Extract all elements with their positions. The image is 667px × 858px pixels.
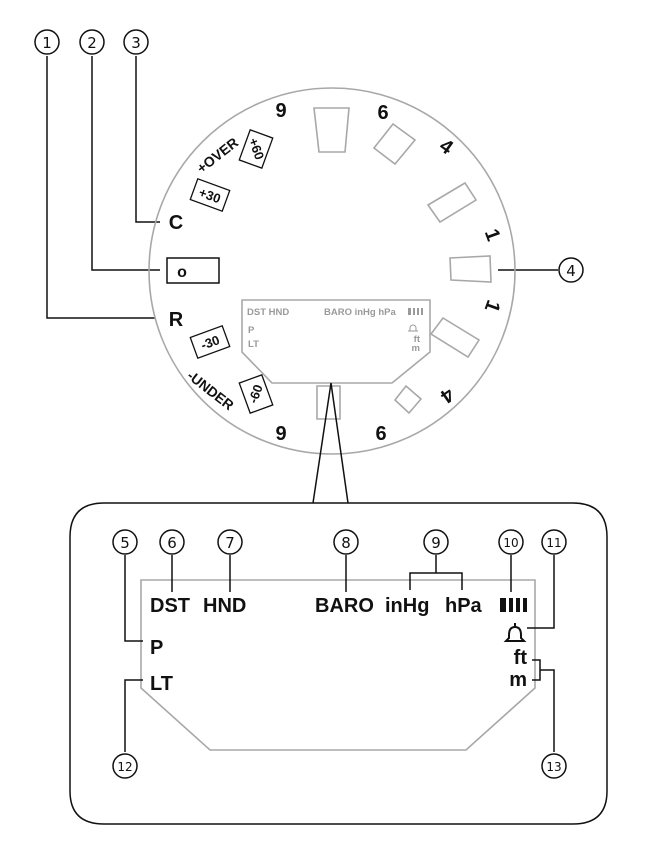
callout-11-label: 11 <box>546 536 561 550</box>
zoom-box <box>69 502 608 825</box>
lcd-inhg: inHg <box>385 595 429 617</box>
callout-9: 9 <box>423 529 449 555</box>
callout-10: 10 <box>498 529 524 555</box>
bezel-ring <box>148 87 516 455</box>
callout-5-label: 5 <box>120 534 130 552</box>
bezel-4-top: 4 <box>435 135 457 160</box>
lcd-bell-icon <box>503 623 527 642</box>
small-lcd-dst-hnd: DST HND <box>247 307 289 318</box>
callout-12-label: 12 <box>117 760 132 774</box>
small-lcd-bell-icon <box>408 324 418 332</box>
lcd-lt: LT <box>150 673 173 695</box>
bezel-minus-60: -60 <box>245 382 266 405</box>
callout-10-label: 10 <box>503 536 518 550</box>
small-lcd-ft: ft <box>414 334 421 345</box>
callout-13-label: 13 <box>546 760 561 774</box>
small-lcd-baro-inhg-hpa: BARO inHg hPa <box>324 307 396 318</box>
lcd-p: P <box>150 637 163 659</box>
callout-8-label: 8 <box>341 534 351 552</box>
lcd-hpa: hPa <box>445 595 483 617</box>
callout-4: 4 <box>558 257 584 283</box>
bezel-zero: o <box>177 264 187 281</box>
callout-8: 8 <box>333 529 359 555</box>
callout-5: 5 <box>112 529 138 555</box>
callout-2: 2 <box>79 29 105 55</box>
callout-leaders-bottom <box>124 555 555 752</box>
lcd-hnd: HND <box>203 595 246 617</box>
bezel-minus-30: -30 <box>199 332 222 353</box>
callout-6-label: 6 <box>167 534 177 552</box>
bezel-4-bottom: 4 <box>435 383 457 408</box>
zoom-connector <box>312 382 349 504</box>
bezel-zero-window <box>166 257 220 284</box>
bezel-6-bottom: 6 <box>375 423 386 445</box>
bezel-windows <box>313 107 492 420</box>
callout-11: 11 <box>541 529 567 555</box>
bezel-left-markings: C +OVER +30 +60 o R -30 -UNDER -60 <box>166 129 274 414</box>
lcd-ft: ft <box>514 647 528 669</box>
callout-3-label: 3 <box>131 34 141 52</box>
lcd-baro: BARO <box>315 595 374 617</box>
lcd-dst: DST <box>150 595 190 617</box>
small-lcd: DST HND BARO inHg hPa P LT ft m <box>241 299 431 384</box>
bezel-plus-30: +30 <box>197 185 223 207</box>
small-lcd-lt: LT <box>248 339 259 350</box>
callout-13: 13 <box>541 753 567 779</box>
bezel-plus-over: +OVER <box>194 134 242 176</box>
callout-4-label: 4 <box>566 262 576 280</box>
small-lcd-m: m <box>412 343 420 354</box>
small-lcd-signal-bars-icon <box>408 308 423 315</box>
bezel-9-bottom: 9 <box>275 423 286 445</box>
callout-9-label: 9 <box>431 534 441 552</box>
small-lcd-p: P <box>248 325 255 336</box>
callout-3: 3 <box>123 29 149 55</box>
callout-2-label: 2 <box>87 34 97 52</box>
callout-7-label: 7 <box>225 534 235 552</box>
callout-7: 7 <box>217 529 243 555</box>
bezel-1-bottom: 1 <box>480 297 504 315</box>
callout-leaders-top <box>46 56 558 319</box>
callout-1: 1 <box>34 29 60 55</box>
callout-6: 6 <box>159 529 185 555</box>
bezel-6-top: 6 <box>377 102 388 124</box>
lcd-signal-bars-icon <box>500 598 527 612</box>
bezel-1-top: 1 <box>480 226 504 244</box>
bezel-9-top: 9 <box>275 100 286 122</box>
bezel-r: R <box>169 309 184 331</box>
bezel-c: C <box>169 212 183 234</box>
callout-1-label: 1 <box>42 34 52 52</box>
lcd-m: m <box>509 669 527 691</box>
callout-12: 12 <box>112 753 138 779</box>
callout-markers: 1 2 3 4 5 6 7 8 9 10 11 12 13 <box>34 29 584 779</box>
bezel-plus-60: +60 <box>246 136 268 162</box>
large-lcd <box>140 579 536 751</box>
large-lcd-content: DST HND BARO inHg hPa P LT ft m <box>150 595 527 695</box>
